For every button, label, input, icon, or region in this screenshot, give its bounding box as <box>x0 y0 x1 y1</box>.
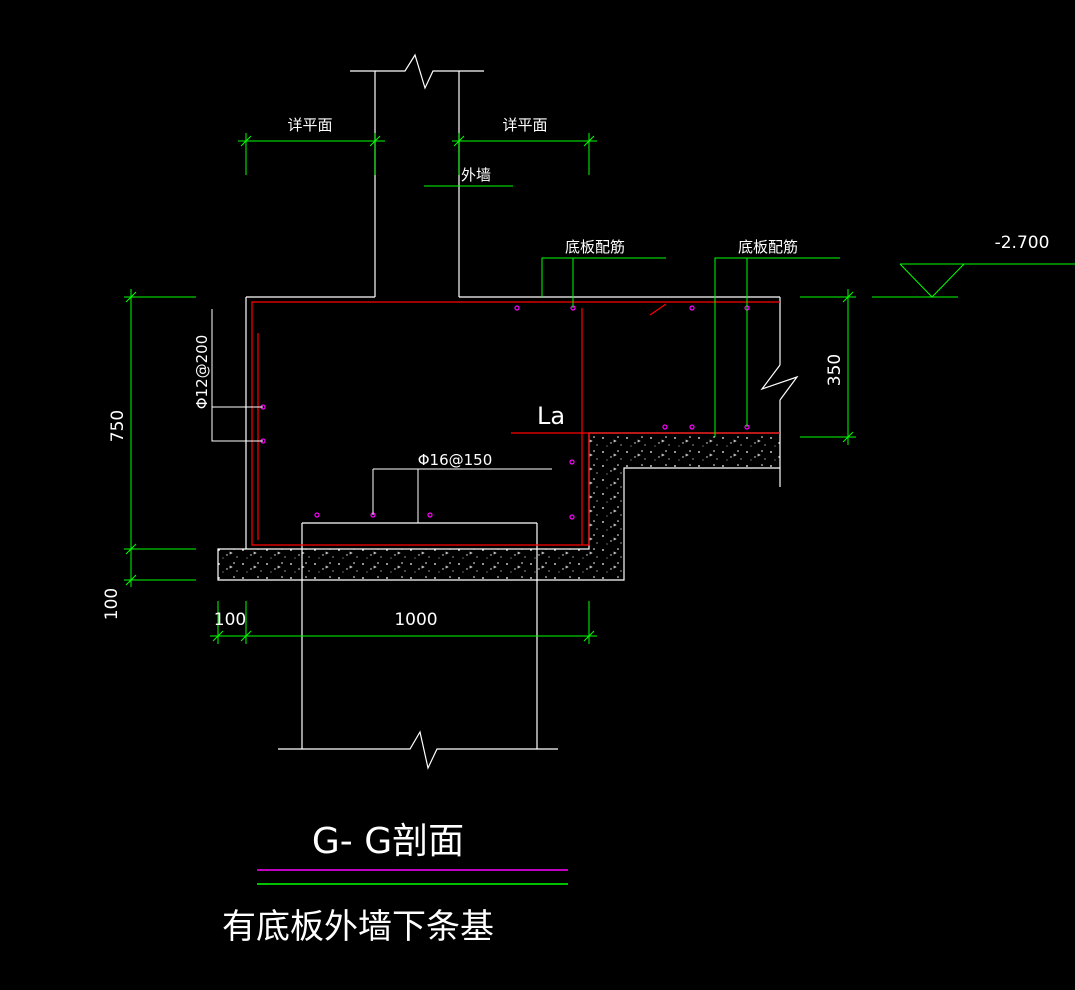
rebar-points <box>260 305 750 520</box>
section-subtitle: 有底板外墙下条基 <box>222 907 494 947</box>
rebar-vertical-label: Φ12@200 <box>193 335 211 410</box>
rebar-lines <box>251 301 780 546</box>
dimension-lines <box>124 133 1075 644</box>
dim-1000-label: 1000 <box>394 610 437 630</box>
leaders-white <box>211 309 552 523</box>
soil-break-bottom <box>278 730 558 770</box>
outer-wall-label: 外墙 <box>461 166 491 184</box>
detail-plan-left-label: 详平面 <box>287 116 332 134</box>
leaders-green <box>424 185 840 437</box>
structure-outline <box>245 53 799 770</box>
dim-350-label: 350 <box>825 354 845 386</box>
bottom-slab-rebar-label-2: 底板配筋 <box>738 238 798 256</box>
detail-plan-right-label: 详平面 <box>502 116 547 134</box>
section-title: G- G剖面 <box>312 821 464 862</box>
wall-break-top <box>350 53 484 90</box>
concrete-cushion <box>217 432 781 581</box>
anchorage-label: La <box>537 402 565 430</box>
dim-100-horizontal-label: 100 <box>214 610 246 630</box>
elevation-label: -2.700 <box>995 233 1050 253</box>
dim-100-vertical-label: 100 <box>102 588 122 620</box>
dim-750-label: 750 <box>108 410 128 442</box>
bottom-slab-rebar-label-1: 底板配筋 <box>565 238 625 256</box>
rebar-bottom-label: Φ16@150 <box>418 451 493 469</box>
slab-break <box>760 364 799 401</box>
